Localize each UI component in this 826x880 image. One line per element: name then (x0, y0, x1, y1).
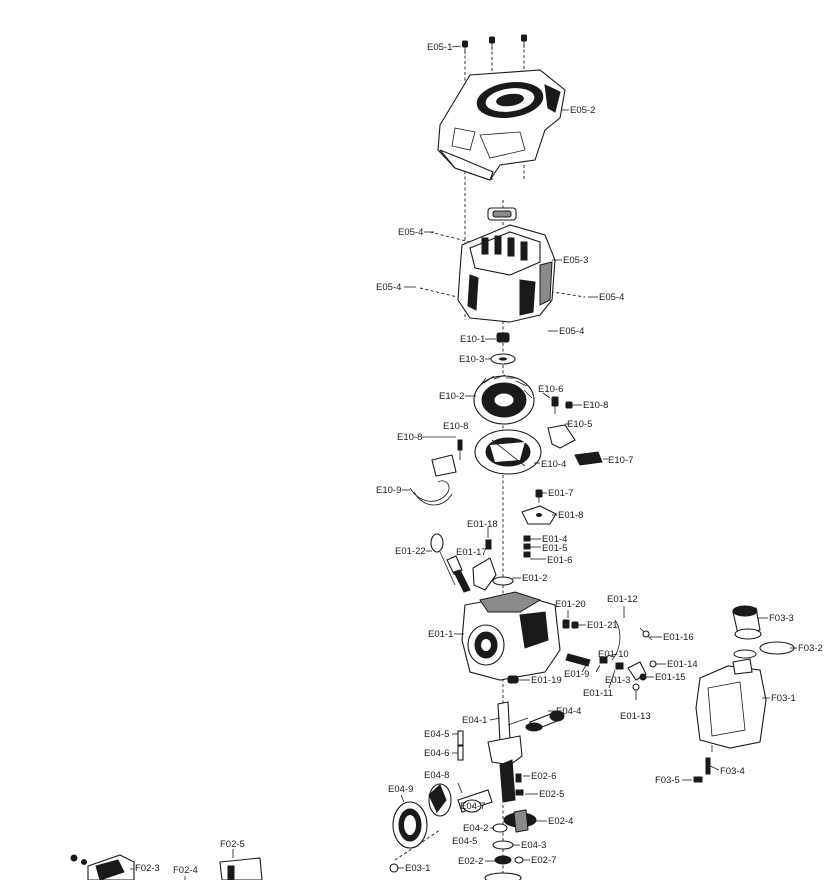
ignition-coil-plate (474, 429, 542, 475)
label-f03-5: F03-5 (655, 775, 680, 786)
label-e01-18: E01-18 (467, 519, 498, 530)
label-e10-3: E10-3 (459, 354, 484, 365)
label-e10-8-a: E10-8 (583, 400, 608, 411)
label-f02-4: F02-4 (173, 865, 198, 876)
coil-wire (409, 454, 457, 506)
starter-housing (457, 224, 556, 323)
flywheel (473, 374, 535, 425)
label-e10-4: E10-4 (541, 459, 566, 470)
label-f03-4: F03-4 (720, 766, 745, 777)
label-e05-1: E05-1 (427, 42, 452, 53)
label-e01-16: E01-16 (663, 632, 694, 643)
label-e01-8: E01-8 (558, 510, 583, 521)
label-e05-4-d: E05-4 (559, 326, 584, 337)
label-f03-2: F03-2 (798, 643, 823, 654)
valve-lifters (457, 730, 464, 761)
label-e01-19: E01-19 (531, 675, 562, 686)
label-e10-9: E10-9 (376, 485, 401, 496)
label-e02-5: E02-5 (539, 789, 564, 800)
label-e01-7: E01-7 (548, 488, 573, 499)
label-e01-15: E01-15 (655, 672, 686, 683)
sump-screw (389, 863, 404, 873)
label-e10-8-c: E10-8 (397, 432, 422, 443)
label-e05-4-c: E05-4 (599, 292, 624, 303)
label-e03-1: E03-1 (405, 863, 430, 874)
label-e04-8: E04-8 (424, 770, 449, 781)
label-e04-3: E04-3 (521, 840, 546, 851)
label-e01-2: E01-2 (522, 573, 547, 584)
muffler-parts (70, 854, 263, 880)
label-e05-3: E05-3 (563, 255, 588, 266)
piston-assembly (392, 783, 493, 849)
label-e01-1: E01-1 (428, 629, 453, 640)
label-e01-22: E01-22 (395, 546, 426, 557)
label-e01-21: E01-21 (587, 620, 618, 631)
label-e01-17: E01-17 (456, 547, 487, 558)
label-e01-10: E01-10 (598, 649, 629, 660)
fuel-tank (693, 658, 767, 783)
label-e04-5-b: E04-5 (452, 836, 477, 847)
valve-cover-parts (521, 489, 557, 558)
label-e01-4: E01-4 (542, 534, 567, 545)
label-e02-2: E02-2 (458, 856, 483, 867)
label-e04-1: E04-1 (462, 715, 487, 726)
governor-gear (484, 773, 537, 880)
label-e01-14: E01-14 (667, 659, 698, 670)
label-f02-5: F02-5 (220, 839, 245, 850)
label-e05-2: E05-2 (570, 105, 595, 116)
label-e01-9: E01-9 (564, 669, 589, 680)
label-e10-6: E10-6 (538, 384, 563, 395)
label-e02-6: E02-6 (531, 771, 556, 782)
crankcase (461, 576, 561, 681)
starter-handle (487, 207, 517, 221)
label-e10-7: E10-7 (608, 455, 633, 466)
fuel-cap-gasket (732, 605, 795, 659)
leader-lines (130, 45, 797, 880)
label-e01-3: E01-3 (605, 675, 630, 686)
label-e10-2: E10-2 (439, 391, 464, 402)
label-e04-5-a: E04-5 (424, 729, 449, 740)
camshaft (525, 710, 565, 732)
part-labels: E05-1 E05-2 E05-4 E05-3 E05-4 E05-4 E05-… (135, 42, 823, 876)
label-e02-7: E02-7 (531, 855, 556, 866)
label-f03-3: F03-3 (769, 613, 794, 624)
label-e01-13: E01-13 (620, 711, 651, 722)
label-e04-2: E04-2 (463, 823, 488, 834)
label-f03-1: F03-1 (771, 693, 796, 704)
governor-linkage (507, 619, 657, 700)
label-e05-4-a: E05-4 (398, 227, 423, 238)
label-e10-1: E10-1 (460, 334, 485, 345)
dipstick-breather (430, 533, 497, 593)
label-e10-8-b: E10-8 (443, 421, 468, 432)
label-e04-6: E04-6 (424, 748, 449, 759)
label-e10-5: E10-5 (567, 419, 592, 430)
label-e02-4: E02-4 (548, 816, 573, 827)
label-e01-5: E01-5 (542, 543, 567, 554)
crankshaft (487, 701, 529, 803)
top-bolts (462, 34, 527, 54)
label-f02-3: F02-3 (135, 863, 160, 874)
label-e04-7: E04-7 (460, 801, 485, 812)
label-e01-20: E01-20 (555, 599, 586, 610)
engine-cover (437, 69, 566, 181)
label-e04-9: E04-9 (388, 784, 413, 795)
label-e01-11: E01-11 (583, 688, 613, 699)
label-e01-6: E01-6 (547, 555, 572, 566)
label-e04-4: E04-4 (556, 706, 581, 717)
label-e05-4-b: E05-4 (376, 282, 401, 293)
label-e01-12: E01-12 (607, 594, 638, 605)
